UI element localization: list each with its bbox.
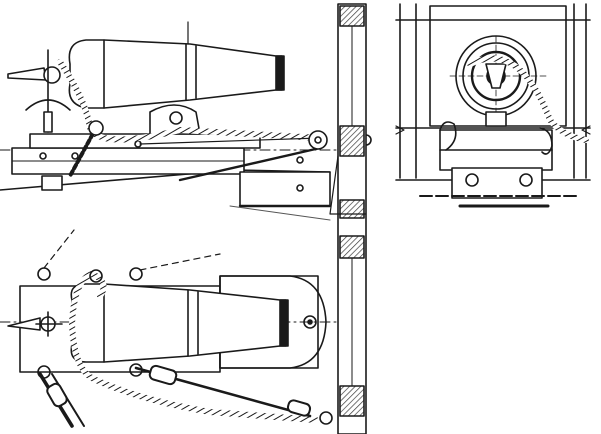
eyebolt-icon: [319, 411, 333, 425]
tackle-line: [178, 146, 322, 182]
wheel-icon: [465, 173, 479, 187]
wheel-icon: [519, 173, 533, 187]
gun-barrel: [68, 39, 283, 109]
tackle-chain: [68, 126, 98, 178]
side-elevation-view: [0, 21, 372, 221]
bolt-icon: [296, 156, 304, 164]
hull-section: [329, 3, 367, 434]
trunnion-icon: [303, 315, 317, 329]
tackle-block-icon: [148, 364, 178, 386]
tackle-block-icon: [286, 399, 312, 417]
rear-truck: [239, 171, 331, 207]
gun-port-sill: [329, 155, 367, 215]
plan-view: [0, 229, 337, 428]
pulley-block-icon: [88, 120, 104, 136]
bolt-icon: [296, 184, 304, 192]
trunnion-icon: [169, 111, 183, 125]
breeching-rope-front: [467, 55, 589, 143]
pulley-block-icon: [308, 130, 328, 150]
truck-wheel: [41, 175, 63, 191]
cascabel: [7, 67, 47, 81]
front-elevation-view: [395, 3, 591, 208]
muzzle: [275, 55, 285, 91]
eyebolt-icon: [129, 267, 143, 281]
eyebolt-icon: [37, 267, 51, 281]
bolt-icon: [39, 152, 47, 160]
eyebolt-icon: [89, 269, 103, 283]
breeching-rope-plan: [69, 271, 319, 423]
eyebolt-icon: [129, 363, 143, 377]
eyebolt-icon: [37, 365, 51, 379]
tackle-block-icon: [46, 382, 68, 408]
bolt-icon: [71, 152, 79, 160]
